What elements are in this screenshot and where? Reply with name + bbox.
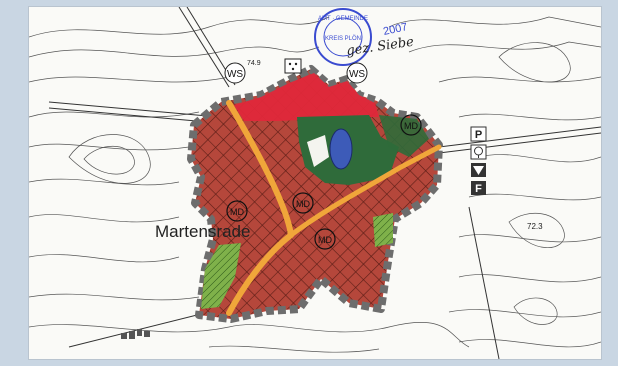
- light-green-zone-east: [373, 213, 393, 247]
- ws-marker-label: WS: [227, 69, 243, 80]
- tree-icon: [474, 146, 483, 158]
- md-marker-south[interactable]: MD: [314, 228, 336, 250]
- map-canvas[interactable]: AMT · GEMEINDE KREIS PLÖN 2007 gez. Sieb…: [29, 7, 601, 359]
- pond: [329, 128, 353, 170]
- official-stamp: AMT · GEMEINDE KREIS PLÖN 2007 gez. Sieb…: [314, 8, 415, 66]
- ws-marker-east[interactable]: WS: [346, 62, 368, 84]
- md-marker-west[interactable]: MD: [226, 200, 248, 222]
- stamp-year: 2007: [382, 21, 408, 38]
- place-label: Martensrade: [155, 222, 250, 241]
- main-roads: [226, 100, 442, 316]
- parking-symbol: P: [475, 129, 482, 141]
- building-cluster: [121, 329, 150, 339]
- md-marker-label: MD: [230, 207, 244, 217]
- green-zone-northeast: [379, 115, 429, 157]
- md-marker-northeast[interactable]: MD: [400, 114, 422, 136]
- md-marker-label: MD: [318, 235, 332, 245]
- light-green-zone-west: [201, 243, 241, 309]
- ws-marker-west[interactable]: WS: [224, 62, 246, 84]
- survey-marker-box: [284, 58, 302, 74]
- fuel-symbol: F: [475, 183, 482, 195]
- ws-marker-label: WS: [349, 69, 365, 80]
- md-marker-label: MD: [296, 199, 310, 209]
- map-panel[interactable]: AMT · GEMEINDE KREIS PLÖN 2007 gez. Sieb…: [28, 6, 602, 360]
- spot-height-north: 74.9: [247, 60, 261, 67]
- stamp-ring-text: AMT · GEMEINDE: [318, 16, 368, 22]
- contour-lines: [29, 16, 601, 353]
- md-marker-label: MD: [404, 121, 418, 131]
- map-legend: P F: [470, 126, 487, 195]
- spot-height-east: 72.3: [527, 222, 543, 231]
- red-zone-north: [234, 73, 379, 121]
- white-clearing: [307, 135, 329, 167]
- stamp-center-text: KREIS PLÖN: [325, 35, 361, 42]
- md-marker-center[interactable]: MD: [292, 192, 314, 214]
- triangle-down-icon: [473, 166, 484, 175]
